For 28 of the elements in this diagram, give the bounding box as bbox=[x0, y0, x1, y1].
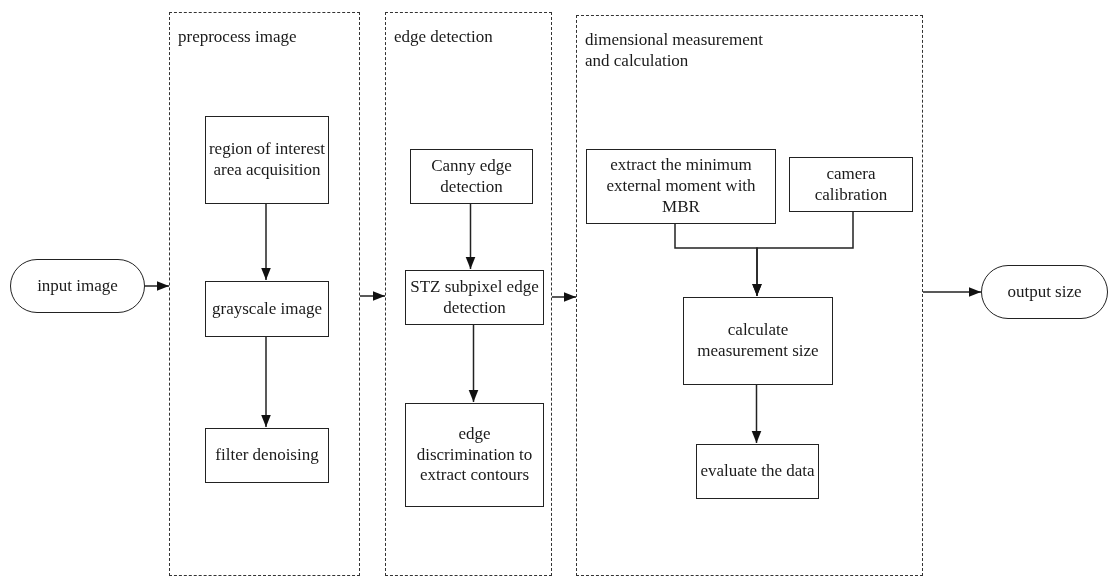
stage-title: edge detection bbox=[394, 27, 493, 48]
arrow bbox=[751, 383, 762, 444]
stage-group bbox=[385, 12, 552, 576]
process-box: grayscale image bbox=[205, 281, 329, 337]
arrow bbox=[261, 202, 271, 281]
process-box: filter denoising bbox=[205, 428, 329, 483]
arrow bbox=[752, 210, 854, 297]
stage-title: dimensional measurement and calculation bbox=[585, 30, 764, 72]
process-box: evaluate the data bbox=[696, 444, 819, 499]
terminal-pill: output size bbox=[981, 265, 1108, 319]
process-box: calculate measurement size bbox=[683, 297, 833, 385]
process-box: extract the minimum external moment with MBR bbox=[586, 149, 776, 224]
stage-group bbox=[169, 12, 360, 576]
process-box: STZ subpixel edge detection bbox=[405, 270, 544, 325]
arrow bbox=[922, 287, 982, 297]
arrow bbox=[144, 281, 170, 291]
stage-group bbox=[576, 15, 923, 576]
process-box: edge discrimination to extract contours bbox=[405, 403, 544, 507]
arrow bbox=[261, 335, 271, 428]
terminal-pill: input image bbox=[10, 259, 145, 313]
arrow bbox=[465, 202, 476, 270]
arrow bbox=[551, 292, 577, 302]
arrow bbox=[468, 323, 479, 403]
stage-title: preprocess image bbox=[178, 27, 297, 48]
process-box: Canny edge detection bbox=[410, 149, 533, 204]
process-box: region of interest area acquisition bbox=[205, 116, 329, 204]
process-box: camera calibration bbox=[789, 157, 913, 212]
arrow bbox=[359, 291, 386, 301]
